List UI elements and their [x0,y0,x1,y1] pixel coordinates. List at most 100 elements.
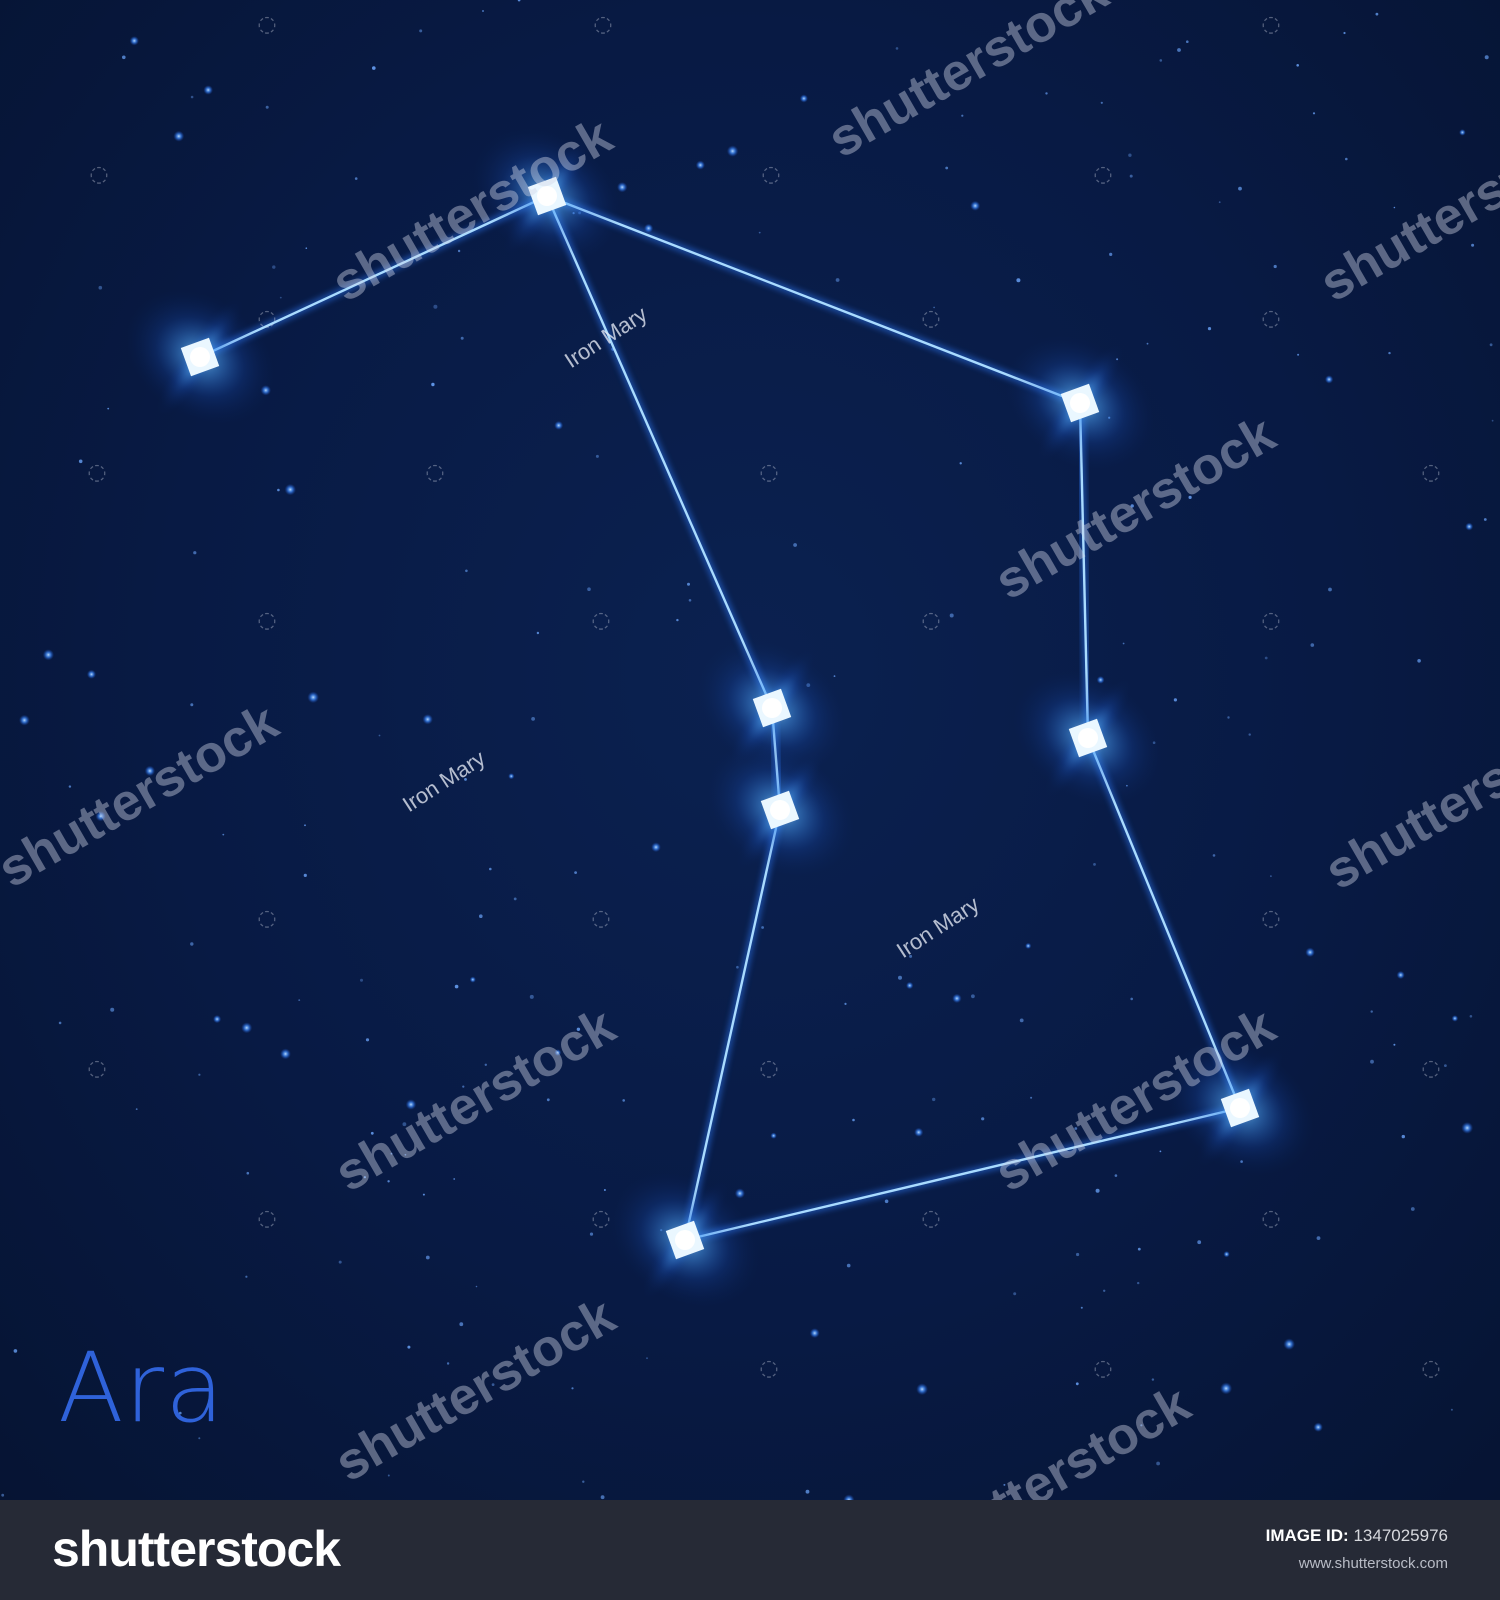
background-star [425,1255,430,1260]
background-star [576,1027,581,1032]
background-star [1370,1010,1373,1013]
background-star [949,613,954,618]
background-star [1297,353,1300,356]
background-star [1491,419,1494,422]
background-star [513,897,517,901]
background-star [190,95,194,99]
background-star [758,231,761,234]
background-star [1471,243,1475,247]
background-star [945,166,949,170]
background-star [676,618,679,622]
background-star [459,1322,464,1327]
watermark-icon: ◌ [591,906,611,931]
background-star [1270,875,1272,877]
background-star [1100,101,1103,104]
brand-logo: shutterstock [52,1521,341,1577]
background-star [1489,343,1493,347]
background-star [19,714,30,726]
background-star [1159,59,1163,62]
star-core [770,800,790,820]
background-star [1310,643,1315,647]
background-star [1114,1174,1118,1177]
constellation-graphic [1,0,1494,1500]
background-star [1093,863,1096,866]
image-id: IMAGE ID: 1347025976 [1266,1526,1448,1546]
background-star [1146,342,1149,345]
background-star [272,265,276,269]
background-star [546,1098,550,1102]
background-star [1103,1289,1106,1293]
background-star [1417,659,1421,663]
background-star [1074,1127,1078,1130]
background-star [1227,716,1230,719]
site-url: www.shutterstock.com [1298,1555,1448,1572]
background-star [761,926,764,929]
background-star [407,1345,411,1349]
background-star [617,182,628,193]
background-star [1159,1150,1162,1153]
background-star [970,200,981,211]
background-star [554,1049,562,1056]
watermark-icon: ◌ [1261,1206,1281,1231]
background-star [1218,201,1221,204]
background-star [1393,1043,1396,1046]
background-star [462,1085,465,1088]
constellation-line [199,194,548,359]
background-star [726,145,739,157]
watermark-icon: ◌ [257,608,277,633]
background-star [1459,129,1466,136]
background-star [402,1122,407,1127]
background-star [304,824,306,827]
background-star [1212,854,1216,857]
background-star [1207,327,1212,331]
watermark-icon: ◌ [759,460,779,485]
background-star [603,1189,606,1191]
background-star [338,1260,342,1264]
watermark-icon: ◌ [257,12,277,37]
background-star [453,1178,456,1180]
background-star [491,1383,495,1386]
background-star [390,1152,393,1155]
background-star [422,1193,425,1196]
constellation-line [683,809,782,1241]
background-star [372,66,376,70]
background-star [370,1131,374,1135]
background-star [387,1474,390,1477]
background-star [799,94,809,103]
background-star [13,1349,18,1353]
background-star [1451,1015,1459,1022]
background-star [734,1188,746,1199]
watermark-icon: ◌ [87,460,107,485]
background-star [446,1362,450,1365]
background-star [360,978,363,982]
background-star [1003,1483,1006,1486]
background-star [1312,112,1316,115]
background-star [135,1108,138,1110]
background-star [1075,1382,1079,1386]
background-star [574,871,577,874]
background-star [1465,522,1474,531]
background-star [1370,1059,1374,1064]
constellation-line [546,194,1081,405]
watermark-icon: ◌ [1261,608,1281,633]
background-star [198,1073,201,1076]
background-star [933,306,935,309]
constellation-line [684,1106,1241,1242]
background-star [1188,495,1192,499]
constellation-lines [198,192,1244,1244]
background-star [1316,1236,1321,1240]
background-star [1410,1207,1415,1211]
background-star [1305,947,1315,958]
background-star [1444,1064,1447,1067]
background-star [479,914,483,918]
background-star [454,984,459,989]
background-star [265,105,269,109]
background-star [305,247,308,249]
background-star [193,551,197,555]
background-star [475,1285,478,1288]
background-star [280,1048,291,1060]
background-star [277,488,280,492]
background-star [687,582,690,586]
background-star [465,569,468,573]
background-star [1140,1424,1143,1427]
